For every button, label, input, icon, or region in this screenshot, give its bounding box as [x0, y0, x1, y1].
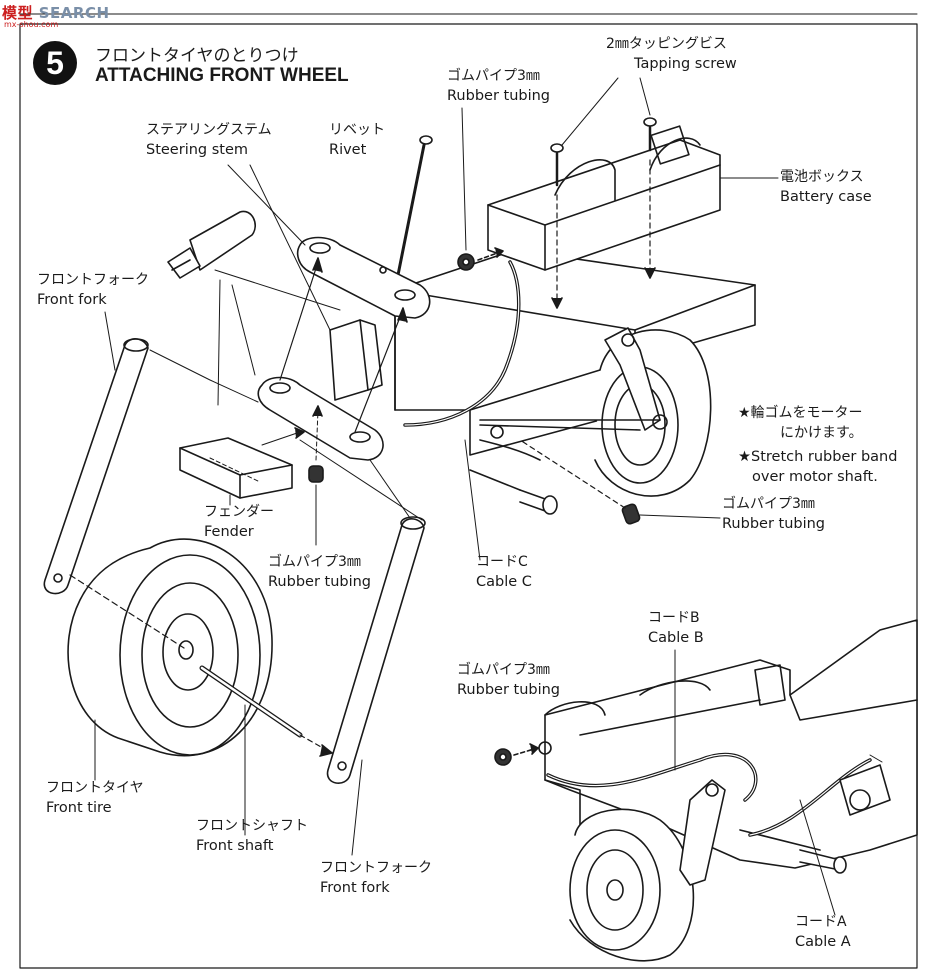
- battery-case-icon: [487, 125, 721, 271]
- steering-stem-bottom-plate: [257, 376, 384, 461]
- label-front-fork-bottom-jp: フロントフォーク: [320, 860, 432, 876]
- watermark-sub: mx-shou.com: [4, 20, 59, 29]
- label-fender-jp: フェンダー: [204, 504, 274, 520]
- label-front-fork-top: フロントフォーク Front fork: [37, 270, 149, 310]
- label-cable-b-en: Cable B: [648, 630, 704, 646]
- steering-stem-post: [329, 319, 383, 401]
- label-rivet-jp: リベット: [329, 122, 385, 138]
- label-stretch-note-en2: over motor shaft.: [752, 469, 878, 485]
- label-rubber-tubing-bottom-jp: ゴムパイプ3㎜: [457, 662, 550, 678]
- label-tapping-screw-jp: 2㎜タッピングビス: [606, 36, 727, 52]
- rubber-tubing-bottom-icon: [494, 741, 552, 766]
- label-front-fork-bottom: フロントフォーク Front fork: [320, 858, 432, 898]
- label-cable-b: コードB Cable B: [648, 608, 704, 648]
- label-steering-stem-jp: ステアリングステム: [146, 122, 272, 138]
- label-rivet-en: Rivet: [329, 142, 367, 158]
- steering-stem-top-plate: [296, 236, 431, 319]
- label-front-fork-top-en: Front fork: [37, 292, 107, 308]
- motor-icon: [839, 764, 891, 816]
- label-fender-en: Fender: [204, 524, 254, 540]
- label-rubber-tubing-right: ゴムパイプ3㎜ Rubber tubing: [722, 494, 825, 534]
- steering-arm-chassis: [469, 327, 668, 515]
- front-tire-icon: [67, 538, 273, 757]
- label-rubber-tubing-bottom: ゴムパイプ3㎜ Rubber tubing: [457, 660, 560, 700]
- label-rubber-tubing-top-jp: ゴムパイプ3㎜: [447, 68, 540, 84]
- watermark-logo: 模型 SEARCH: [2, 2, 110, 23]
- glue-bottle-icon: [167, 210, 256, 279]
- rubber-tubing-right-icon: [519, 439, 721, 525]
- label-stretch-note-en1: ★Stretch rubber band: [738, 449, 898, 465]
- watermark-text-a: 模型: [2, 4, 34, 22]
- label-front-fork-top-jp: フロントフォーク: [37, 272, 149, 288]
- label-cable-b-jp: コードB: [648, 610, 700, 626]
- label-fender: フェンダー Fender: [204, 502, 274, 542]
- label-rubber-tubing-mid: ゴムパイプ3㎜ Rubber tubing: [268, 552, 371, 592]
- label-rubber-tubing-top: ゴムパイプ3㎜ Rubber tubing: [447, 66, 550, 106]
- assembled-rear-wheel: [569, 808, 695, 962]
- cable-c-line: [403, 260, 521, 427]
- cable-b-line: [546, 649, 758, 802]
- label-stretch-note-jp2: にかけます。: [780, 425, 863, 441]
- step-title-jp: フロントタイヤのとりつけ: [95, 46, 299, 66]
- label-steering-stem: ステアリングステム Steering stem: [146, 120, 272, 160]
- label-front-shaft: フロントシャフト Front shaft: [196, 816, 308, 856]
- label-battery-case-en: Battery case: [780, 189, 872, 205]
- label-front-fork-bottom-en: Front fork: [320, 880, 390, 896]
- label-rubber-tubing-right-en: Rubber tubing: [722, 516, 826, 532]
- label-rubber-tubing-top-en: Rubber tubing: [447, 88, 551, 104]
- tapping-screw-icon: [550, 117, 657, 309]
- label-rivet: リベット Rivet: [329, 120, 385, 160]
- label-rubber-tubing-right-jp: ゴムパイプ3㎜: [722, 496, 815, 512]
- label-front-tire-en: Front tire: [46, 800, 112, 816]
- label-front-shaft-jp: フロントシャフト: [196, 818, 308, 834]
- label-front-tire: フロントタイヤ Front tire: [46, 778, 144, 818]
- label-tapping-screw: 2㎜タッピングビス Tapping screw: [606, 34, 737, 74]
- label-rubber-tubing-mid-en: Rubber tubing: [268, 574, 372, 590]
- label-cable-c-en: Cable C: [476, 574, 532, 590]
- label-battery-case-jp: 電池ボックス: [780, 169, 864, 185]
- label-steering-stem-en: Steering stem: [146, 142, 249, 158]
- label-cable-a-jp: コードA: [795, 914, 847, 930]
- label-cable-a: コードA Cable A: [795, 912, 851, 952]
- label-battery-case: 電池ボックス Battery case: [780, 167, 872, 207]
- label-cable-a-en: Cable A: [795, 934, 851, 950]
- front-fork-right-icon: [299, 439, 426, 784]
- label-rubber-tubing-mid-jp: ゴムパイプ3㎜: [268, 554, 361, 570]
- page-border: [19, 23, 918, 969]
- label-front-shaft-en: Front shaft: [196, 838, 274, 854]
- front-shaft-icon: [199, 665, 333, 757]
- label-front-tire-jp: フロントタイヤ: [46, 780, 144, 796]
- watermark-text-b: SEARCH: [38, 4, 110, 22]
- label-stretch-note-jp1: ★輪ゴムをモーター: [738, 405, 863, 421]
- label-cable-c: コードC Cable C: [476, 552, 532, 592]
- rubber-tubing-mid-icon: [308, 405, 324, 483]
- label-rubber-tubing-bottom-en: Rubber tubing: [457, 682, 561, 698]
- front-fork-left-icon: [43, 338, 259, 595]
- label-stretch-note: ★輪ゴムをモーター にかけます。 ★Stretch rubber band ov…: [738, 403, 897, 487]
- step-number-badge: 5: [33, 41, 77, 85]
- assembled-chassis: [544, 619, 918, 869]
- rivet-icon: [393, 135, 433, 292]
- step-title-en: ATTACHING FRONT WHEEL: [95, 65, 349, 86]
- label-tapping-screw-en: Tapping screw: [634, 56, 737, 72]
- cable-a-line: [748, 754, 883, 916]
- rubber-tubing-icon: [457, 247, 504, 271]
- label-cable-c-jp: コードC: [476, 554, 528, 570]
- fender-icon: [179, 427, 305, 499]
